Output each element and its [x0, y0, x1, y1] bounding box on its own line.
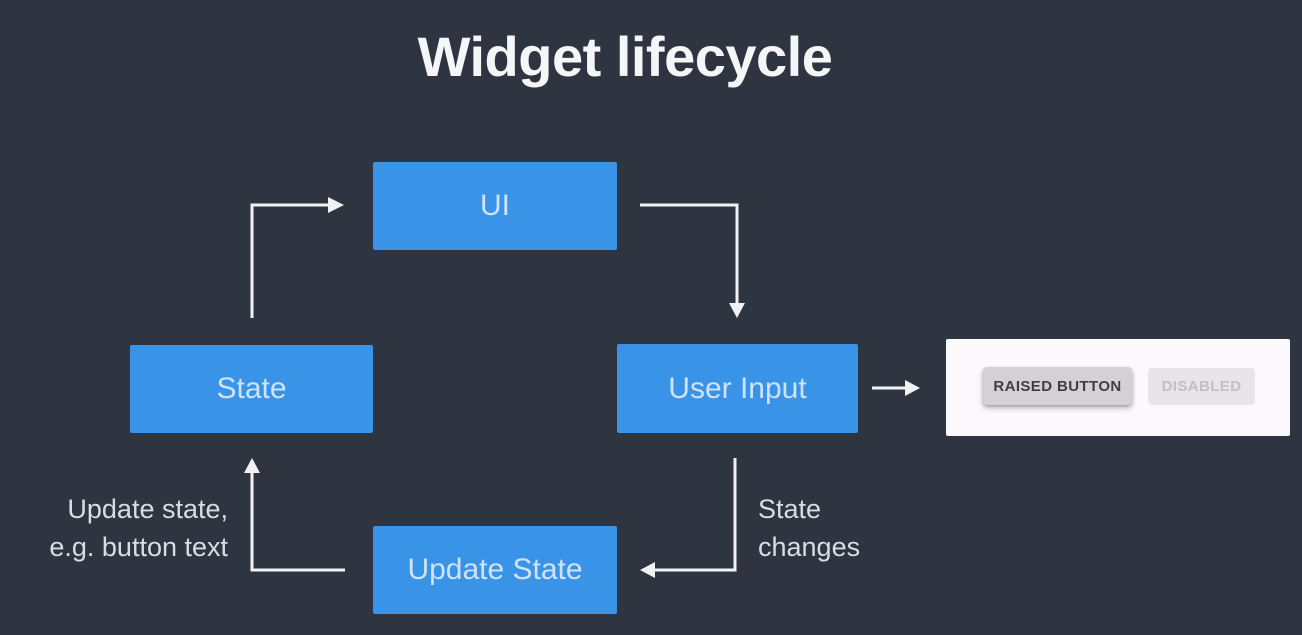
node-user-input: User Input — [617, 344, 858, 433]
arrow-state-to-ui — [250, 203, 330, 318]
edge-label-update-note-line2: e.g. button text — [49, 532, 228, 562]
arrowhead-down-icon — [729, 303, 745, 318]
arrow-ui-to-user-input — [640, 203, 739, 303]
arrow-update-state-to-state — [250, 473, 345, 572]
edge-label-update-note: Update state, e.g. button text — [18, 490, 228, 566]
edge-label-state-changes: State changes — [758, 490, 860, 566]
edge-label-state-changes-line1: State — [758, 494, 822, 524]
arrowhead-up-icon — [244, 458, 260, 473]
node-state: State — [130, 345, 373, 433]
edge-label-state-changes-line2: changes — [758, 532, 861, 562]
slide-title: Widget lifecycle — [417, 25, 833, 88]
button-preview-panel: RAISED BUTTON DISABLED — [946, 339, 1290, 436]
node-update-state: Update State — [373, 526, 617, 614]
arrowhead-left-icon — [640, 562, 655, 578]
edge-label-update-note-line1: Update state, — [67, 494, 228, 524]
disabled-button: DISABLED — [1148, 368, 1255, 405]
arrowhead-right-small-icon — [905, 380, 920, 396]
node-ui: UI — [373, 162, 617, 250]
arrow-user-input-to-update-state — [655, 458, 737, 572]
raised-button[interactable]: RAISED BUTTON — [983, 367, 1132, 405]
arrowhead-right-icon — [328, 197, 344, 213]
